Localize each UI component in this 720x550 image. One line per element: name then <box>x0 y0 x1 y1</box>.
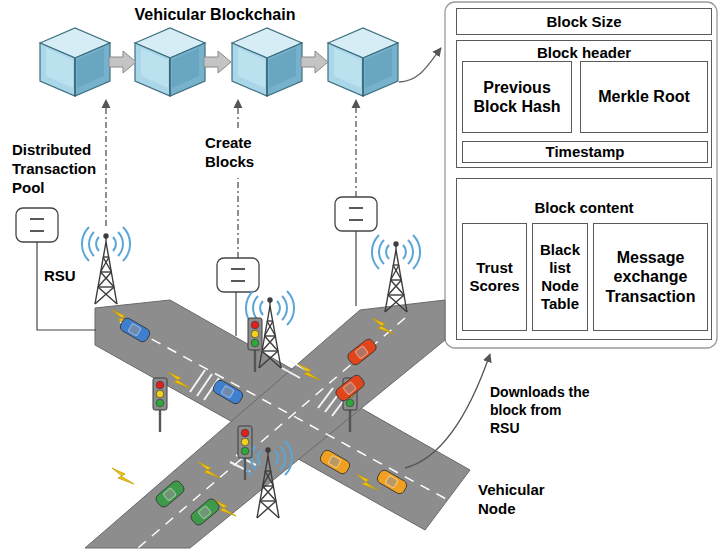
vehicle <box>154 479 186 509</box>
vehicle <box>346 337 378 367</box>
wireless-link <box>112 468 134 484</box>
wireless-link <box>356 474 378 490</box>
transaction-pool <box>355 231 356 306</box>
transaction-pool <box>335 197 377 231</box>
rsu-tower <box>372 235 420 312</box>
create-block-line <box>237 178 238 258</box>
transaction-pool <box>37 242 96 330</box>
road-intersection <box>138 318 405 548</box>
block-chain <box>40 28 441 96</box>
field-label: Timestamp <box>546 143 625 161</box>
block-field-box: Merkle Root <box>580 61 708 133</box>
block-section: Block contentTrust Scores Black list Node… <box>456 178 712 340</box>
field-label: Block Size <box>546 13 621 31</box>
block-panel <box>445 2 717 348</box>
wireless-link <box>168 372 190 388</box>
road-intersection <box>85 300 470 548</box>
callout-label: RSU <box>44 266 84 285</box>
wireless-link <box>112 310 394 516</box>
road-intersection <box>282 368 300 378</box>
block-chain <box>109 51 136 73</box>
section-heading: Block content <box>457 199 711 217</box>
block-field-box: Block Size <box>456 8 712 35</box>
transaction-pool <box>16 208 58 242</box>
create-block-line <box>106 100 356 258</box>
callout-label: Distributed Transaction Pool <box>12 140 108 197</box>
vehicle <box>376 468 409 495</box>
block-chain <box>328 28 398 96</box>
traffic-light <box>153 378 167 432</box>
traffic-light <box>153 318 357 480</box>
wireless-link <box>198 462 220 478</box>
transaction-pool <box>217 258 259 292</box>
block-field-box: Black list Node Table <box>532 223 588 331</box>
field-label: Trust Scores <box>465 259 524 295</box>
block-chain <box>232 28 302 96</box>
block-field-box: Timestamp <box>462 141 708 163</box>
callout-label: Vehicular Node <box>478 480 564 518</box>
field-label: Previous Block Hash <box>465 78 569 116</box>
block-chain <box>40 28 110 96</box>
callout-label: Create Blocks <box>205 133 267 171</box>
road-intersection <box>120 322 448 500</box>
diagram-title: Vehicular Blockchain <box>80 5 350 25</box>
block-field-box: Trust Scores <box>462 223 527 331</box>
create-block-line <box>237 100 238 128</box>
block-chain <box>135 28 205 96</box>
field-label: Message exchange Transaction <box>596 248 705 306</box>
field-label: Merkle Root <box>598 87 690 106</box>
traffic-light <box>248 318 262 372</box>
vehicle <box>212 378 245 405</box>
block-chain <box>204 51 231 73</box>
vehicle <box>334 373 366 403</box>
vehicle <box>319 448 352 475</box>
vehicle <box>189 497 221 527</box>
wireless-link <box>372 318 394 334</box>
block-field-box: Message exchange Transaction <box>593 223 708 331</box>
rsu-tower <box>82 227 130 304</box>
wireless-link <box>298 364 320 380</box>
download-arrow <box>405 354 490 468</box>
create-block-line <box>105 100 106 226</box>
vehicle <box>119 316 152 343</box>
field-label: Black list Node Table <box>535 241 585 313</box>
create-block-line <box>355 100 356 197</box>
transaction-pool <box>235 292 236 336</box>
section-heading: Block header <box>457 44 711 62</box>
block-section: Block headerPrevious Block Hash Merkle Ro… <box>456 40 712 168</box>
traffic-light <box>238 426 252 480</box>
transaction-pool <box>16 197 377 336</box>
callout-label: Downloads the block from RSU <box>490 384 590 437</box>
rsu-tower <box>82 227 420 518</box>
block-chain <box>399 48 441 82</box>
block-field-box: Previous Block Hash <box>462 61 572 133</box>
block-chain <box>301 51 328 73</box>
vehicle <box>119 316 409 527</box>
